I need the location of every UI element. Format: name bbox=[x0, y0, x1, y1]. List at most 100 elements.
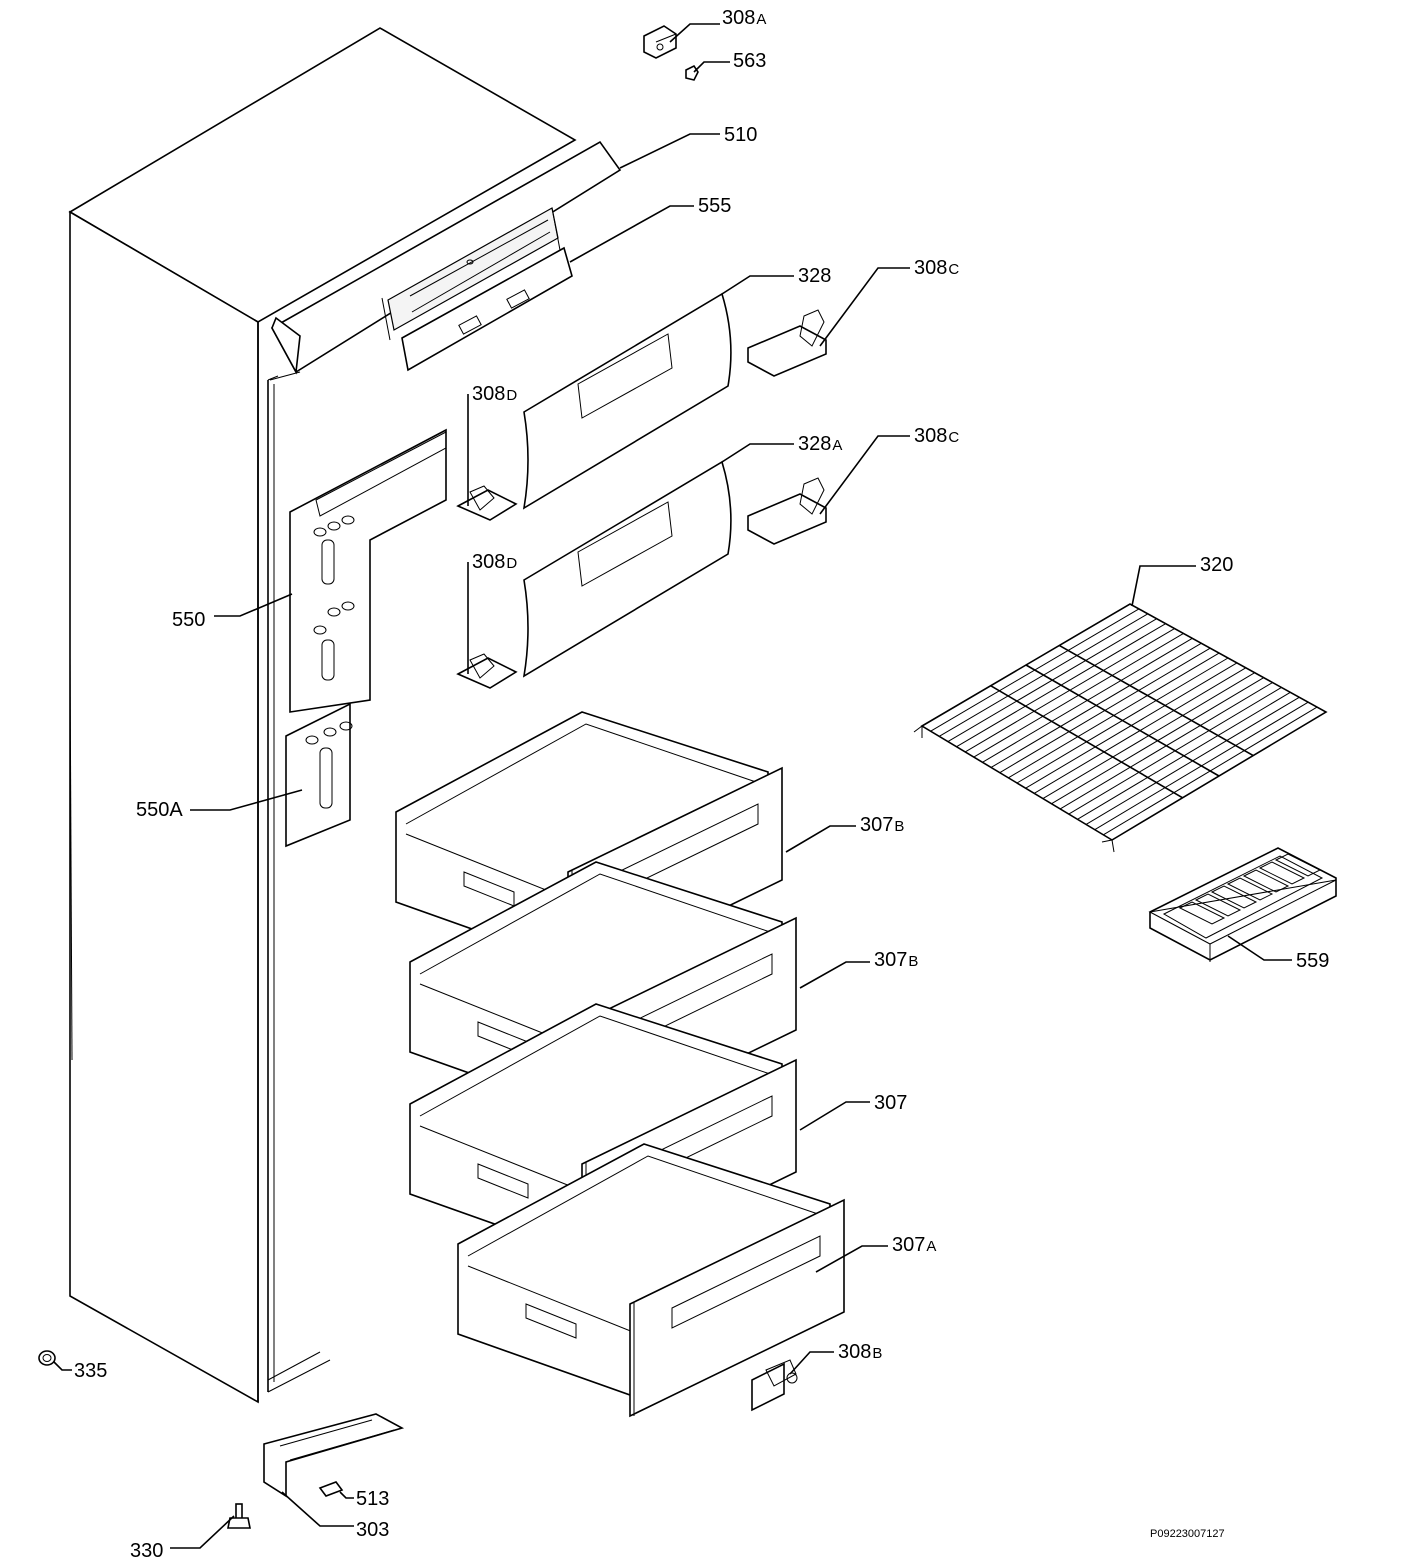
part-number: 308 bbox=[914, 257, 947, 279]
leader-line-550a bbox=[190, 789, 303, 811]
tray-slot bbox=[1274, 853, 1322, 877]
tray-slot bbox=[1210, 885, 1258, 909]
part-label-510: 510 bbox=[724, 124, 757, 146]
part-label-563: 563 bbox=[733, 50, 766, 72]
screw-563-part bbox=[685, 64, 699, 81]
leader-line-328a bbox=[721, 443, 794, 463]
part-label-328: 328 bbox=[798, 265, 831, 287]
part-label-308c-top: 308C bbox=[914, 257, 959, 279]
leader-line-559 bbox=[1227, 935, 1292, 961]
leader-line-510 bbox=[619, 133, 720, 169]
part-label-308d-mid: 308D bbox=[472, 551, 517, 573]
part-number: 308 bbox=[838, 1341, 871, 1363]
leader-line-550 bbox=[214, 593, 293, 617]
drawer-handle bbox=[525, 1303, 577, 1339]
part-label-307a: 307A bbox=[892, 1234, 936, 1256]
adjustable-foot-330 bbox=[227, 1503, 251, 1529]
tray-slot bbox=[1242, 869, 1290, 893]
wire-shelf-320 bbox=[913, 603, 1328, 853]
leader-line-308b bbox=[789, 1351, 834, 1375]
leader-line-513 bbox=[339, 1491, 354, 1499]
leader-line-307b-1 bbox=[785, 825, 856, 853]
leader-line-330 bbox=[170, 1515, 235, 1549]
part-number: 335 bbox=[74, 1360, 107, 1382]
drawer-rim bbox=[419, 1125, 591, 1195]
air-duct-panel-550 bbox=[289, 428, 447, 713]
leader-line-320 bbox=[1131, 565, 1196, 607]
part-number: 308 bbox=[472, 551, 505, 573]
leader-line-307b-2 bbox=[799, 961, 870, 989]
hinge-308d-mid-part bbox=[456, 653, 518, 689]
part-number: 308 bbox=[914, 425, 947, 447]
cap-335 bbox=[38, 1350, 56, 1366]
part-suffix: D bbox=[506, 387, 517, 404]
drawing-code: P09223007127 bbox=[1150, 1528, 1225, 1540]
part-label-307: 307 bbox=[874, 1092, 907, 1114]
part-number: 307 bbox=[874, 1092, 907, 1114]
drawer-rim bbox=[467, 1155, 819, 1257]
part-number: 328 bbox=[798, 433, 831, 455]
part-label-330: 330 bbox=[130, 1540, 163, 1562]
leader-line-307a bbox=[815, 1245, 888, 1273]
part-number: 559 bbox=[1296, 950, 1329, 972]
part-number: 308 bbox=[472, 383, 505, 405]
flap-328-part bbox=[522, 292, 732, 510]
shelf-hook bbox=[1101, 839, 1115, 853]
part-label-307b-2: 307B bbox=[874, 949, 918, 971]
part-label-550: 550 bbox=[172, 609, 205, 631]
part-suffix: D bbox=[506, 555, 517, 572]
part-label-308d-top: 308D bbox=[472, 383, 517, 405]
leader-line-335 bbox=[53, 1361, 72, 1371]
leader-line-563 bbox=[693, 61, 730, 73]
part-number: 330 bbox=[130, 1540, 163, 1562]
hinge-308c-top-part bbox=[747, 309, 827, 377]
part-label-559: 559 bbox=[1296, 950, 1329, 972]
part-number: 550 bbox=[172, 609, 205, 631]
leader-line-308a bbox=[669, 23, 720, 43]
drawer-front-window bbox=[671, 1235, 821, 1329]
part-label-320: 320 bbox=[1200, 554, 1233, 576]
part-label-308a: 308A bbox=[722, 7, 766, 29]
shelf-crossbar bbox=[1025, 664, 1220, 777]
part-number: 320 bbox=[1200, 554, 1233, 576]
drawer-front bbox=[629, 1198, 845, 1418]
part-suffix: B bbox=[872, 1345, 882, 1362]
drawer-rim bbox=[405, 723, 757, 825]
hinge-308d-top-part bbox=[456, 485, 518, 521]
hinge-308c-mid-part bbox=[747, 477, 827, 545]
cabinet-body bbox=[68, 27, 577, 1404]
drawer-rim bbox=[419, 1015, 771, 1117]
part-suffix: A bbox=[926, 1238, 936, 1255]
part-label-513: 513 bbox=[356, 1488, 389, 1510]
part-number: 550A bbox=[136, 799, 183, 821]
part-number: 303 bbox=[356, 1519, 389, 1541]
part-label-550a: 550A bbox=[136, 799, 183, 821]
part-label-555: 555 bbox=[698, 195, 731, 217]
part-number: 555 bbox=[698, 195, 731, 217]
leader-line-308c-top bbox=[819, 267, 910, 347]
tray-slot bbox=[1258, 861, 1306, 885]
drawer-307a-bottom bbox=[457, 1143, 845, 1418]
part-label-303: 303 bbox=[356, 1519, 389, 1541]
shelf-crossbar bbox=[1058, 644, 1254, 757]
shelf-hook bbox=[913, 725, 923, 738]
part-number: 307 bbox=[874, 949, 907, 971]
part-suffix: A bbox=[756, 11, 766, 28]
part-number: 328 bbox=[798, 265, 831, 287]
tray-slot bbox=[1194, 893, 1242, 917]
part-number: 513 bbox=[356, 1488, 389, 1510]
tray-slot bbox=[1226, 877, 1274, 901]
tray-slot bbox=[1178, 901, 1226, 925]
leader-line-308c-mid bbox=[819, 435, 910, 515]
part-suffix: B bbox=[908, 953, 918, 970]
part-suffix: C bbox=[948, 429, 959, 446]
leader-line-303 bbox=[281, 1491, 354, 1527]
leader-line-328 bbox=[721, 275, 794, 295]
shelf-frame bbox=[920, 603, 1328, 841]
part-label-307b-1: 307B bbox=[860, 814, 904, 836]
drawer-handle bbox=[477, 1163, 529, 1199]
part-number: 308 bbox=[722, 7, 755, 29]
part-suffix: C bbox=[948, 261, 959, 278]
